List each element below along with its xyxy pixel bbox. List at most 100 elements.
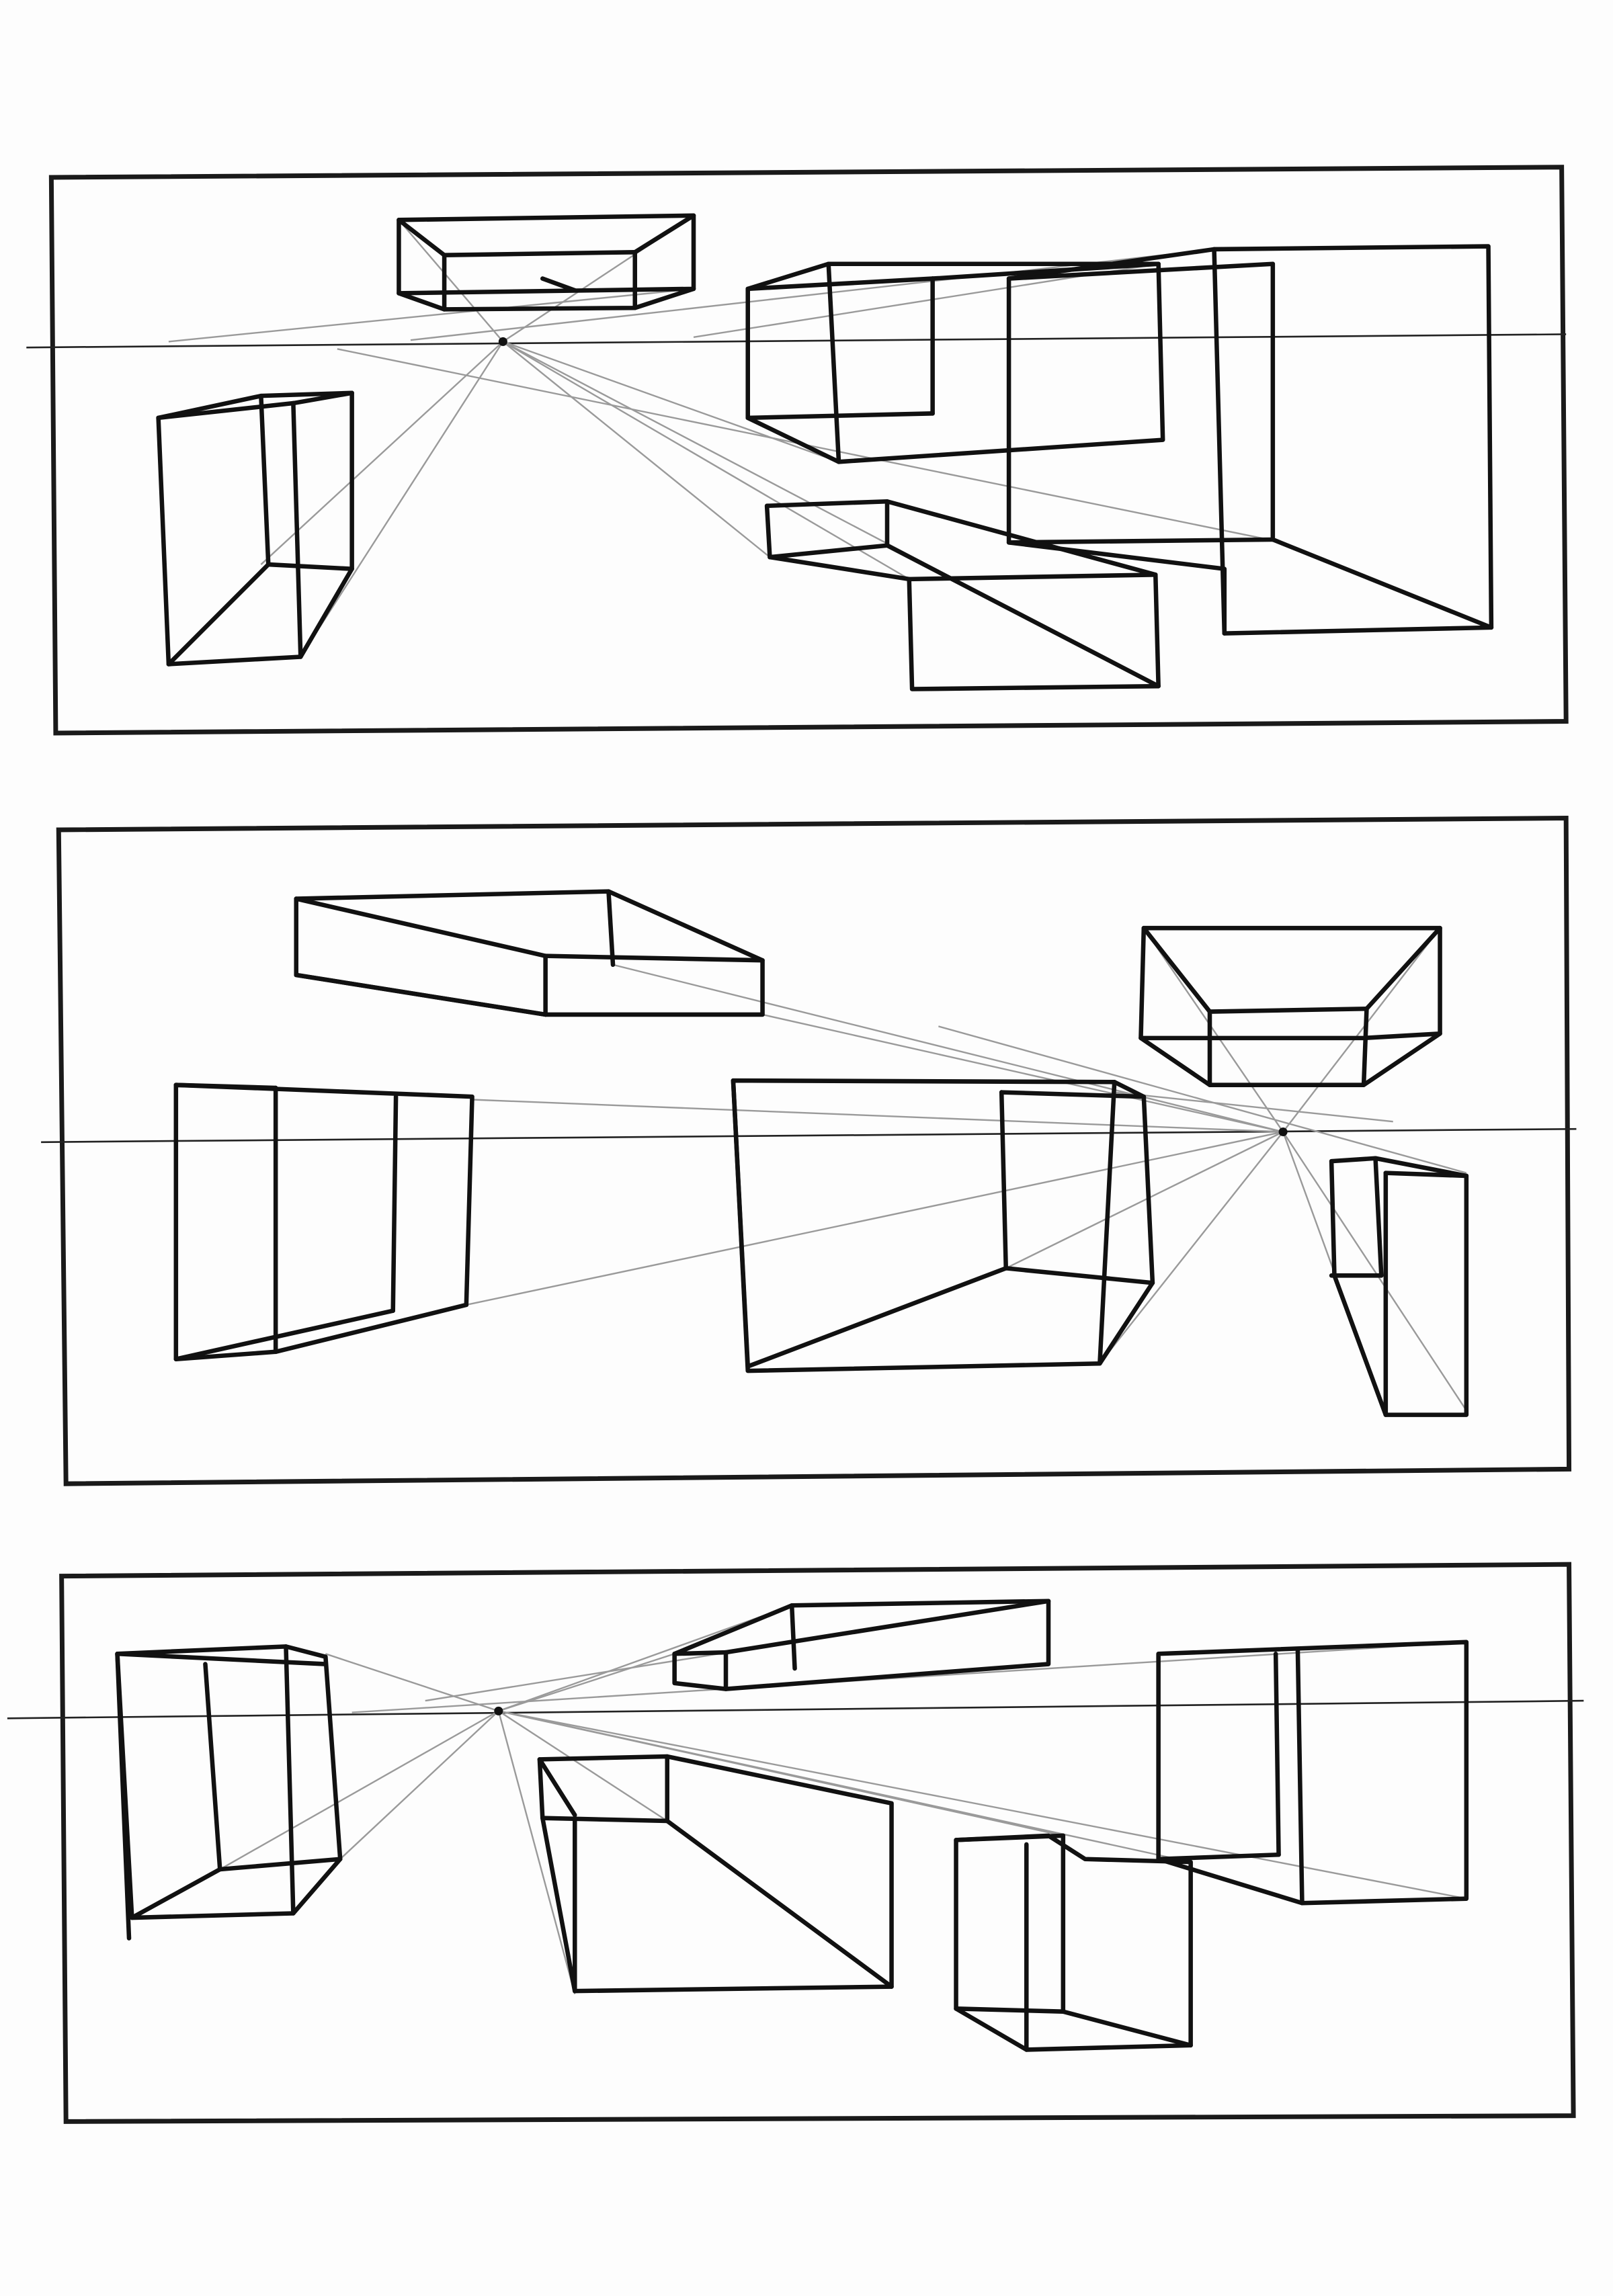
construction-line [1143,927,1284,1133]
box-edge [731,1078,750,1369]
vanishing-point [1278,1127,1288,1137]
box-edge [764,499,1161,691]
panel-3 [7,1562,1584,2124]
box-edge [789,1603,797,1671]
construction-line [938,1025,1467,1174]
construction-line [1282,1131,1467,1411]
box-edge [723,1599,1051,1655]
panel-frame [59,1562,1576,2124]
box-edge [1139,925,1442,1041]
box-edge [259,393,271,567]
box-edge [218,1857,343,1872]
box-edge [745,411,935,421]
box-edge [1295,1647,1305,1906]
box-edge [1383,1171,1469,1179]
horizon-line [7,1699,1584,1719]
horizon-line [41,1128,1577,1144]
box-edge [665,1818,894,1989]
panel-1 [26,165,1569,736]
construction-line [497,1711,576,1994]
box-edge [390,1094,399,1313]
box-right-large [1006,244,1494,636]
box-left [156,390,354,667]
box-right-lower [1329,1156,1469,1417]
construction-lines [168,214,1269,687]
construction-line [1282,1132,1335,1273]
box-right-lower [954,1833,1193,2052]
construction-line [1282,927,1441,1133]
panel-2 [41,816,1577,1486]
box-edge [203,1662,222,1872]
box-left [173,1082,474,1361]
box-edge [1006,537,1276,545]
construction-line [1099,1131,1284,1364]
construction-line [398,219,504,343]
box-edge [543,953,765,963]
box-edge [954,1833,1193,2052]
box-edge [1139,1035,1212,1087]
vanishing-point [498,337,507,346]
box-edge [115,1652,328,1666]
box-edge [1207,1006,1369,1087]
construction-line [339,1710,499,1860]
box-edge [442,250,637,312]
construction-line [260,341,504,565]
box-edge [826,261,841,464]
box-edge [397,291,447,312]
box-edge [672,1650,729,1656]
box-center-lower [537,1754,894,1994]
construction-line [1114,1091,1393,1123]
box-edge [397,218,447,257]
box-edge [1373,1156,1384,1278]
box-top-center [672,1599,1051,1691]
construction-line [466,1131,1284,1306]
box-edge [266,562,354,571]
box-edge [1212,247,1227,636]
box-edge [632,213,696,255]
box-edge [672,1599,1051,1691]
box-edge [537,1754,894,1994]
box-edge [1003,1266,1155,1285]
construction-line [502,341,839,463]
construction-lines [466,927,1467,1411]
box-top-right [1139,925,1442,1087]
construction-line [498,1653,675,1712]
box-edge [540,1816,669,1824]
box-top-left [294,889,765,1017]
construction-lines [219,1600,1467,1994]
box-edge [1156,1852,1281,1862]
box-edge [884,543,1161,689]
box-edge [291,390,354,406]
box-edge [1364,925,1442,1011]
box-edge [156,400,296,421]
box-edge [1061,2009,1193,2048]
box-edge [1006,261,1276,281]
box-edge [1098,1080,1117,1366]
box-center-large [731,1078,1155,1373]
panel-frame [48,165,1569,736]
box-edge [540,276,577,293]
box-edge [1156,1640,1469,1906]
box-edge [1273,1652,1281,1857]
box-edge [1141,925,1212,1014]
construction-line [472,1099,1284,1133]
box-right-upper [1156,1640,1469,1906]
box-edge [173,1082,278,1091]
horizon-line [26,333,1567,349]
construction-line [498,1710,1191,1863]
box-edge [1006,244,1494,636]
construction-line [300,341,504,658]
box-bottom-center [764,499,1161,691]
construction-line [498,1710,668,1822]
construction-line [762,1013,1284,1133]
box-edge [115,1652,132,1941]
box-edge [294,896,548,958]
box-edge [999,1090,1008,1271]
panel-frame [56,816,1572,1486]
construction-line [219,1710,499,1871]
construction-line [351,1641,1466,1713]
box-edge [768,543,890,560]
box-edge [115,1644,343,1920]
construction-line [502,341,910,580]
